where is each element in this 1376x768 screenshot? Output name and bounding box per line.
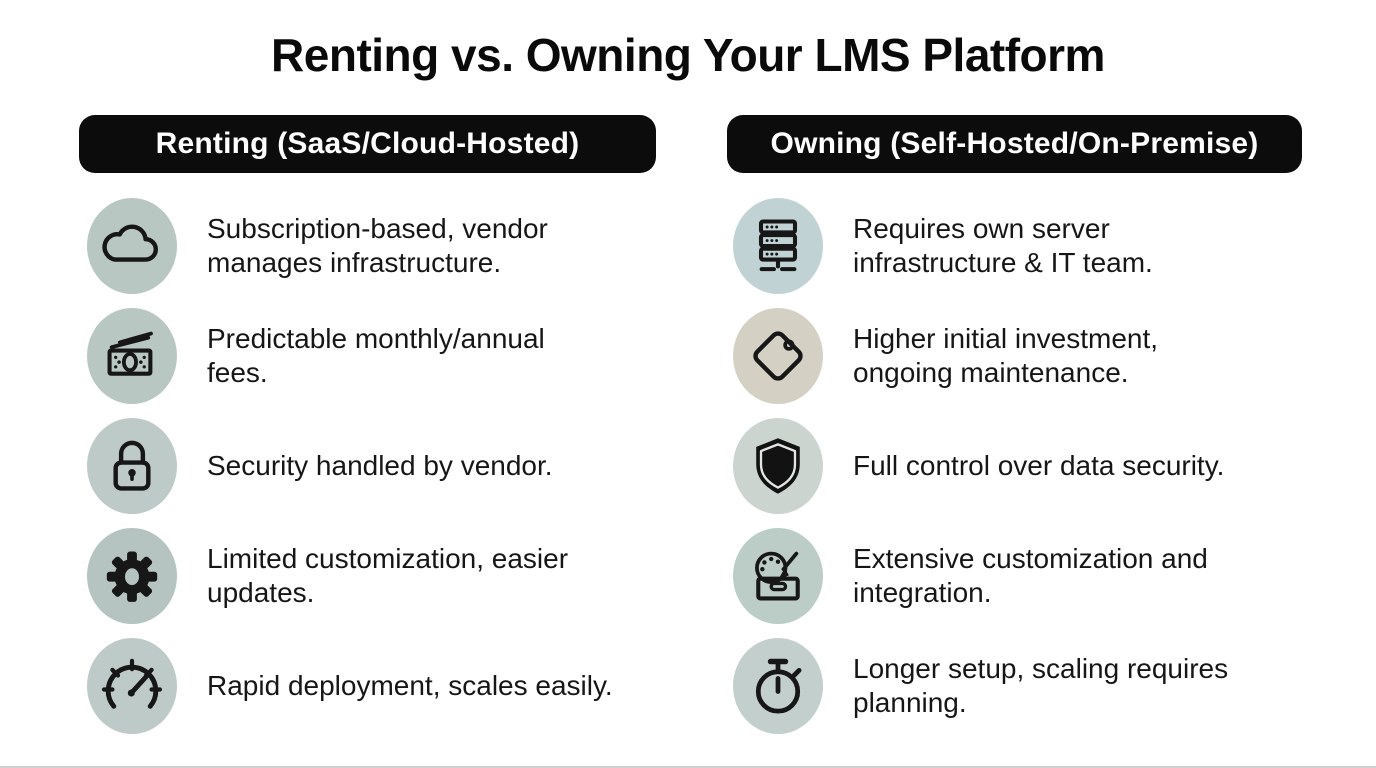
price-tag-icon bbox=[733, 308, 823, 404]
feature-text: Security handled by vendor. bbox=[207, 450, 553, 481]
feature-text: Subscription-based, vendor manages infra… bbox=[207, 213, 548, 278]
feature-text: Rapid deployment, scales easily. bbox=[207, 670, 613, 701]
feature-row: Limited customization, easier updates. bbox=[87, 528, 687, 624]
page-title: Renting vs. Owning Your LMS Platform bbox=[271, 29, 1105, 81]
money-icon bbox=[87, 308, 177, 404]
feature-row: Subscription-based, vendor manages infra… bbox=[87, 198, 687, 294]
feature-row: Extensive customization and integration. bbox=[733, 528, 1333, 624]
gear-icon bbox=[87, 528, 177, 624]
feature-row: Security handled by vendor. bbox=[87, 418, 687, 514]
renting-header-label: Renting (SaaS/Cloud-Hosted) bbox=[155, 127, 580, 160]
feature-row: Full control over data security. bbox=[733, 418, 1333, 514]
feature-text: Extensive customization and integration. bbox=[853, 543, 1208, 608]
feature-text: Higher initial investment, ongoing maint… bbox=[853, 323, 1159, 388]
cloud-icon bbox=[87, 198, 177, 294]
speedometer-icon bbox=[87, 638, 177, 734]
owning-column-header: Owning (Self-Hosted/On-Premise) bbox=[727, 115, 1302, 173]
feature-text: Requires own server infrastructure & IT … bbox=[853, 213, 1153, 278]
feature-row: Requires own server infrastructure & IT … bbox=[733, 198, 1333, 294]
renting-column-header: Renting (SaaS/Cloud-Hosted) bbox=[79, 115, 656, 173]
feature-row: Predictable monthly/annual fees. bbox=[87, 308, 687, 404]
stopwatch-icon bbox=[733, 638, 823, 734]
server-icon bbox=[733, 198, 823, 294]
palette-icon bbox=[733, 528, 823, 624]
bottom-divider bbox=[0, 766, 1376, 768]
feature-row: Higher initial investment, ongoing maint… bbox=[733, 308, 1333, 404]
owning-header-label: Owning (Self-Hosted/On-Premise) bbox=[770, 127, 1259, 160]
shield-icon bbox=[733, 418, 823, 514]
feature-text: Limited customization, easier updates. bbox=[207, 543, 569, 608]
renting-column: Subscription-based, vendor manages infra… bbox=[87, 198, 687, 748]
feature-row: Longer setup, scaling requires planning. bbox=[733, 638, 1333, 734]
feature-text: Predictable monthly/annual fees. bbox=[207, 323, 545, 388]
feature-text: Full control over data security. bbox=[853, 450, 1225, 481]
feature-row: Rapid deployment, scales easily. bbox=[87, 638, 687, 734]
owning-column: Requires own server infrastructure & IT … bbox=[733, 198, 1333, 748]
feature-text: Longer setup, scaling requires planning. bbox=[853, 653, 1229, 718]
lock-icon bbox=[87, 418, 177, 514]
